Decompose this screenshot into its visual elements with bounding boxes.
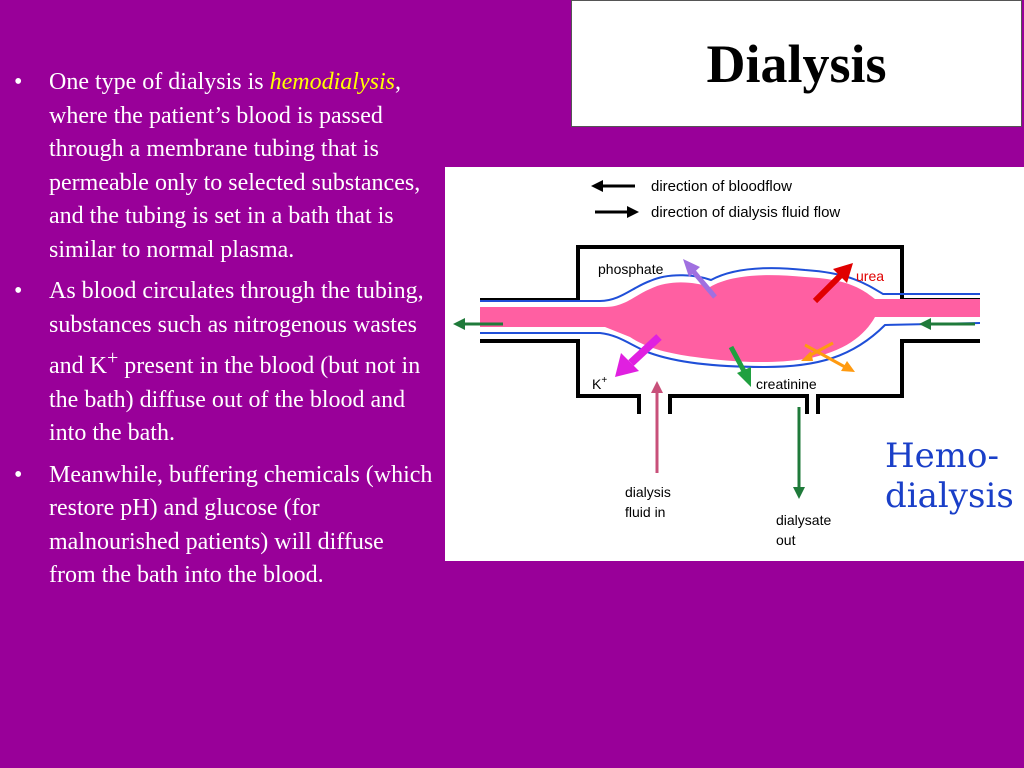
hemo-title: dialysis	[885, 476, 1014, 516]
bullet-text: As blood circulates through the tubing, …	[49, 278, 424, 379]
dialysate-out-label: out	[776, 532, 796, 548]
title-box: Dialysis	[571, 0, 1022, 127]
bullet-item: • As blood circulates through the tubing…	[14, 275, 434, 451]
dialysate-out-arrow-icon	[793, 407, 805, 499]
creatinine-label: creatinine	[756, 376, 817, 392]
buffer-arrow-icon	[801, 341, 855, 372]
fluid-in-arrow-icon	[651, 381, 663, 473]
hemodialysis-diagram: direction of bloodflow direction of dial…	[445, 167, 1024, 561]
legend: direction of bloodflow direction of dial…	[591, 178, 840, 221]
legend-bloodflow: direction of bloodflow	[651, 178, 792, 195]
bullet-item: • Meanwhile, buffering chemicals (which …	[14, 459, 434, 593]
urea-arrow-icon	[812, 263, 853, 304]
highlight-term: hemodialysis	[269, 69, 395, 95]
creatinine-arrow-icon	[728, 345, 751, 387]
hemo-title: Hemo-	[885, 436, 999, 476]
page-title: Dialysis	[706, 33, 887, 94]
blood-tube	[480, 275, 980, 363]
bullet-item: • One type of dialysis is hemodialysis, …	[14, 66, 434, 267]
bullet-list: • One type of dialysis is hemodialysis, …	[14, 66, 434, 601]
superscript: +	[106, 347, 119, 369]
dialysate-out-label: dialysate	[776, 512, 831, 528]
bullet-text: present in the blood (but not in the bat…	[49, 353, 421, 446]
phosphate-label: phosphate	[598, 261, 664, 277]
fluid-in-label: dialysis	[625, 484, 671, 500]
urea-label: urea	[856, 268, 884, 284]
bullet-marker: •	[14, 461, 23, 488]
bullet-text: Meanwhile, buffering chemicals (which re…	[49, 461, 433, 589]
k-plus-label: K+	[592, 375, 607, 392]
phosphate-arrow-icon	[683, 259, 717, 299]
bullet-marker: •	[14, 278, 23, 304]
bullet-text: One type of dialysis is	[49, 69, 270, 95]
membrane	[480, 267, 980, 302]
bullet-text: , where the patient’s blood is passed th…	[49, 69, 421, 263]
bullet-marker: •	[14, 69, 23, 95]
legend-fluidflow: direction of dialysis fluid flow	[651, 204, 840, 221]
diagram-svg: direction of bloodflow direction of dial…	[453, 178, 1014, 548]
k-plus-arrow-icon	[615, 334, 662, 377]
fluid-in-label: fluid in	[625, 504, 665, 520]
membrane	[480, 322, 981, 369]
